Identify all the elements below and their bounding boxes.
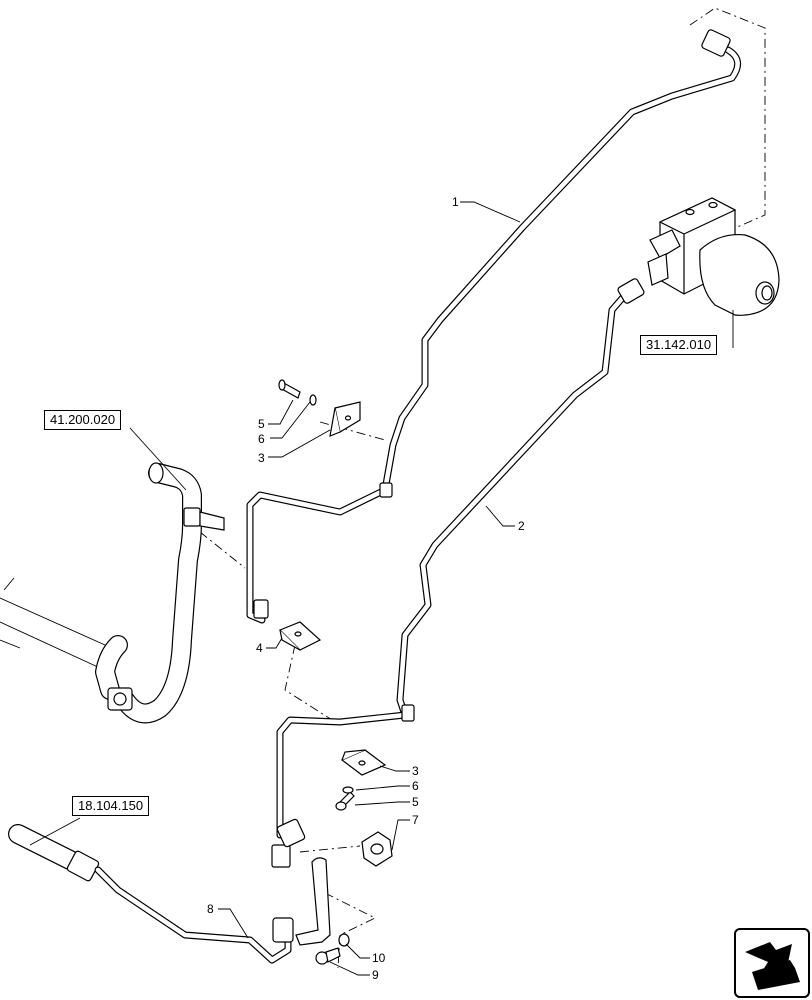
pipe-1 bbox=[246, 29, 742, 624]
callout-6-lower: 6 bbox=[412, 779, 419, 793]
nut-7 bbox=[361, 831, 393, 867]
ref-18-104-150[interactable]: 18.104.150 bbox=[72, 796, 150, 816]
fittings bbox=[271, 818, 331, 946]
bolt-5-upper bbox=[278, 379, 301, 399]
bracket-3-lower bbox=[340, 749, 387, 776]
callout-3-lower: 3 bbox=[412, 764, 419, 778]
bracket-4 bbox=[278, 621, 322, 651]
frame-outline bbox=[0, 577, 106, 669]
callout-10: 10 bbox=[372, 951, 386, 965]
callout-4: 4 bbox=[256, 641, 263, 655]
callout-8: 8 bbox=[207, 902, 214, 916]
hose-lower bbox=[8, 824, 100, 882]
washer-6-lower bbox=[342, 786, 354, 794]
callout-6-upper: 6 bbox=[258, 432, 265, 446]
hose-upper bbox=[95, 462, 225, 724]
ref-31-142-010[interactable]: 31.142.010 bbox=[640, 335, 718, 355]
pipe-8 bbox=[94, 866, 292, 964]
bracket-3-upper bbox=[329, 401, 361, 437]
callout-9: 9 bbox=[372, 968, 379, 982]
callout-2: 2 bbox=[518, 519, 525, 533]
callout-7: 7 bbox=[412, 813, 419, 827]
callout-5-lower: 5 bbox=[412, 795, 419, 809]
leader-lines bbox=[29, 201, 734, 976]
callout-3-upper: 3 bbox=[258, 451, 265, 465]
callout-labels: 1 2 5 6 3 4 3 6 5 7 8 10 9 bbox=[207, 195, 525, 982]
bolt-5-lower bbox=[335, 791, 355, 811]
pipe-2 bbox=[276, 278, 645, 839]
callout-1: 1 bbox=[452, 195, 459, 209]
next-page-button[interactable] bbox=[734, 928, 810, 998]
ref-41-200-020[interactable]: 41.200.020 bbox=[44, 410, 122, 430]
next-page-arrow-icon bbox=[745, 942, 800, 990]
valve-accumulator bbox=[647, 197, 780, 316]
washer-6-upper bbox=[309, 394, 317, 406]
washer-10 bbox=[338, 933, 350, 947]
callout-5-upper: 5 bbox=[258, 417, 265, 431]
bolt-9 bbox=[315, 947, 341, 965]
assembly-lines bbox=[199, 7, 766, 969]
